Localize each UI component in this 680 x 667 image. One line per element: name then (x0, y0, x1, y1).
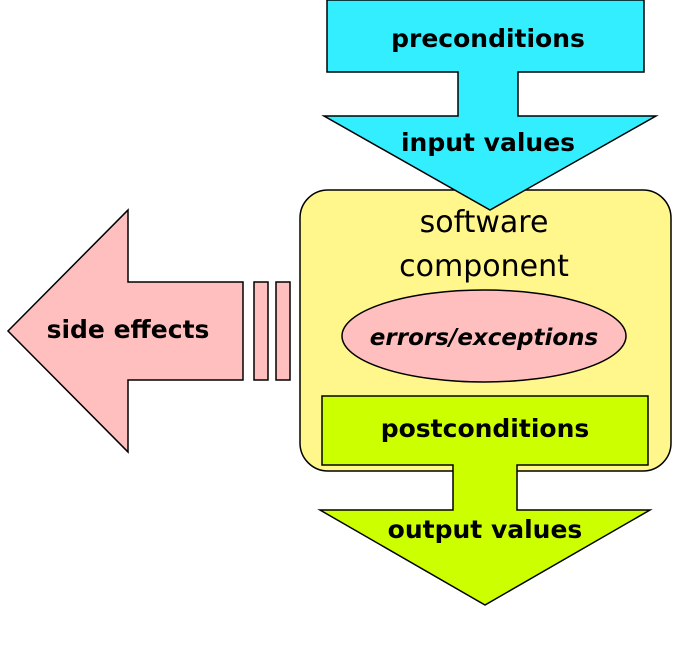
input-values-label: input values (401, 128, 575, 157)
errors-exceptions-ellipse: errors/exceptions (341, 289, 627, 383)
errors-exceptions-label: errors/exceptions (370, 325, 598, 351)
postconditions-arrow-body (317, 395, 653, 606)
output-values-label: output values (388, 515, 583, 544)
preconditions-arrow-body (321, 0, 659, 211)
software-component-label-line1: software (420, 205, 549, 240)
side-effects-arrow: side effects (6, 208, 291, 454)
postconditions-output-arrow: postconditions output values (317, 395, 653, 606)
software-component-label-line2: component (399, 249, 569, 284)
side-effects-stripe-2 (275, 281, 291, 381)
side-effects-stripe-1 (253, 281, 269, 381)
preconditions-input-arrow: preconditions input values (321, 0, 659, 211)
errors-exceptions-shape (341, 289, 627, 383)
side-effects-label: side effects (47, 315, 210, 344)
side-effects-arrow-body (6, 208, 244, 454)
postconditions-label: postconditions (381, 414, 590, 443)
preconditions-label: preconditions (391, 24, 585, 53)
